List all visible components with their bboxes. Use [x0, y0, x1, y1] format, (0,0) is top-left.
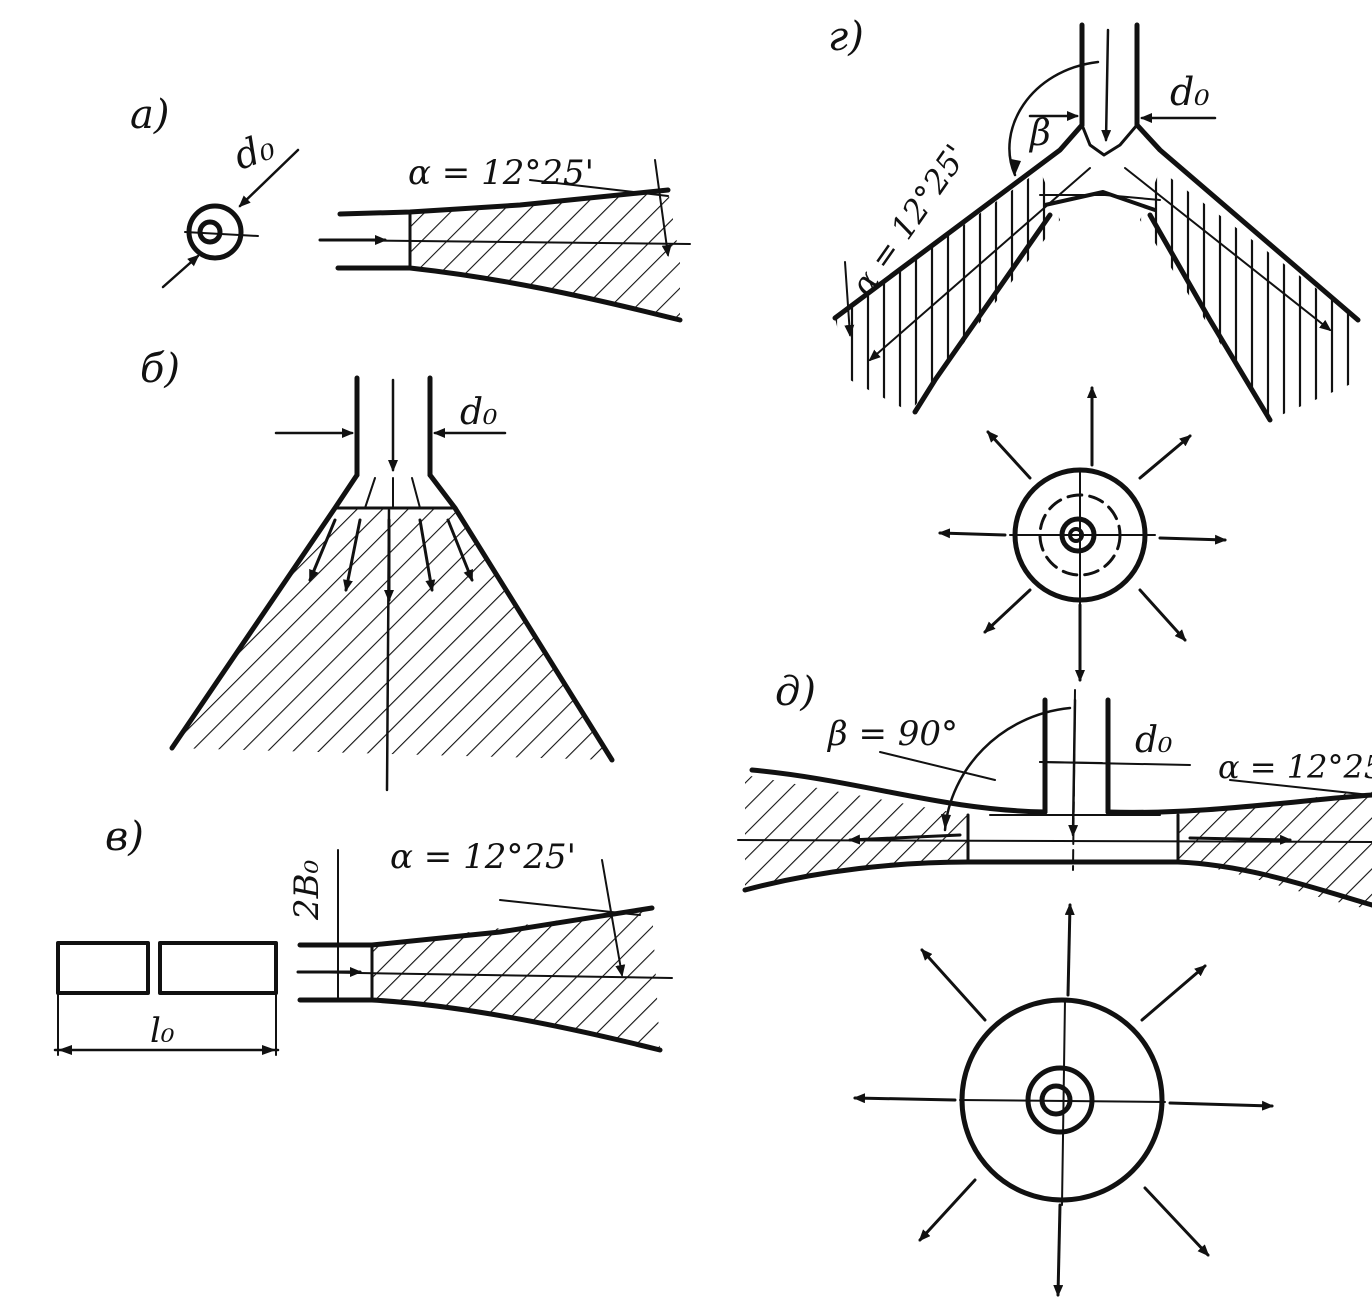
- panel-g-nozzle: [1028, 22, 1217, 142]
- panel-g-conical-jet: [832, 60, 1361, 423]
- panel-d: д) d₀ β = 90° α = 12°: [737, 669, 1372, 1297]
- panel-v: в) l₀ 2B₀ α = 12°25': [53, 814, 673, 1056]
- panel-b-diameter-label: d₀: [460, 392, 497, 433]
- panel-b-nozzle: [274, 375, 507, 478]
- panel-d-label: д): [775, 669, 816, 715]
- panel-a-angle-label: α = 12°25': [408, 153, 594, 193]
- panel-d-diameter-label: d₀: [1135, 720, 1172, 761]
- panel-d-nozzle: [1039, 689, 1191, 871]
- panel-g-top-view: [938, 386, 1227, 682]
- panel-a-label: а): [130, 92, 169, 138]
- panel-a-jet: [318, 159, 691, 323]
- panel-g-diameter-label: d₀: [1170, 70, 1210, 114]
- panel-a-diameter-label: d₀: [228, 124, 280, 179]
- panel-v-height-label: 2B₀: [287, 859, 327, 921]
- panel-a: а) d₀ α = 12°25': [130, 92, 691, 323]
- panel-d-beta-label: β = 90°: [826, 714, 958, 754]
- panel-g-label: г): [828, 14, 864, 60]
- panel-v-label: в): [105, 814, 144, 860]
- panel-v-length-label: l₀: [150, 1011, 175, 1051]
- panel-b-jet: [169, 472, 615, 792]
- panel-v-angle-label: α = 12°25': [390, 837, 576, 877]
- panel-d-angle-label: α = 12°25': [1218, 748, 1372, 786]
- panel-b: б) d₀: [140, 346, 615, 792]
- panel-g: г) d₀ β α = 12°25': [828, 14, 1361, 682]
- panel-d-top-view: [853, 903, 1274, 1297]
- panel-v-jet: [296, 849, 673, 1053]
- panel-a-nozzle-section: [161, 148, 300, 289]
- panel-b-label: б): [140, 346, 180, 392]
- panel-v-slot-section: [53, 941, 280, 1056]
- panel-d-radial-jet: [737, 706, 1372, 910]
- panel-g-beta-label: β: [1028, 113, 1051, 154]
